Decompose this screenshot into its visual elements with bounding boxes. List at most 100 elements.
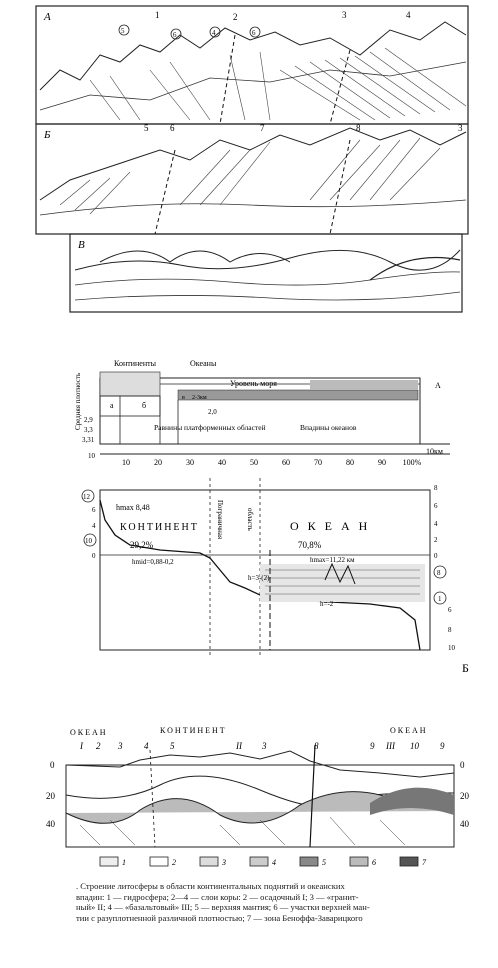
depth-left-20: 20	[46, 791, 56, 801]
top-label-2: 2	[96, 741, 101, 751]
depressions-label: Впадины океанов	[300, 423, 357, 432]
legend-7: 7	[422, 858, 427, 867]
depth-right-20: 20	[460, 791, 470, 801]
continent-d: КОНТИНЕНТ	[160, 726, 227, 735]
zone-vertical-1: Пограничная	[216, 500, 224, 540]
inner-a: а	[110, 401, 114, 410]
r-tick-2: 2	[434, 536, 438, 544]
r-tick-6b: 6	[448, 606, 452, 614]
lithosphere-cross-section: ОКЕАН КОНТИНЕНТ ОКЕАН I 2 3 4 5 II 3 8 9…	[40, 715, 490, 875]
x-tick-70: 70	[314, 458, 322, 467]
legend-6: 6	[372, 858, 376, 867]
ocean-label: О К Е А Н	[290, 519, 370, 533]
val-20: 2,0	[208, 408, 217, 416]
r-tick-0: 0	[434, 552, 438, 560]
top-number-4: 4	[406, 10, 411, 20]
block-diagram-svg: А Б В 1 2 3 4 5 6 7 8 3 5 6 4 6	[35, 5, 469, 313]
circled-6: 6	[173, 31, 177, 39]
h-ocean: h=3-(2)	[248, 574, 270, 582]
top-label-8: 8	[314, 741, 319, 751]
panel-letter-v: В	[78, 239, 85, 251]
plains-label: Равнины платформенных областей	[154, 423, 266, 432]
x-tick-40: 40	[218, 458, 226, 467]
mid-number-3: 3	[458, 123, 463, 133]
density-ylabel: Средняя плотность	[74, 373, 82, 430]
inner-b: б	[142, 401, 146, 410]
depth-right-40: 40	[460, 819, 470, 829]
legend-4: 4	[272, 858, 276, 867]
mid-number-7: 7	[260, 123, 265, 133]
x-tick-80: 80	[346, 458, 354, 467]
top-label-9: 9	[370, 741, 375, 751]
r-tick-8: 8	[434, 484, 438, 492]
ocean-left: ОКЕАН	[70, 728, 108, 737]
inner-v: в	[182, 395, 185, 401]
circled-10: 10	[85, 537, 93, 545]
legend-5: 5	[322, 858, 326, 867]
top-label-3b: 3	[261, 741, 267, 751]
x-tick-90: 90	[378, 458, 386, 467]
mid-number-6: 6	[170, 123, 175, 133]
x-tick-100: 100%	[403, 458, 422, 467]
x-tick-30: 30	[186, 458, 194, 467]
hypsometric-svg: 10 20 30 40 50 60 70 80 90 100% 10км А К…	[74, 359, 469, 675]
mid-number-5: 5	[144, 123, 149, 133]
top-label-3: 3	[117, 741, 123, 751]
x-tick-20: 20	[154, 458, 162, 467]
top-label-5: 5	[170, 741, 175, 751]
h-mid: hmid=0,88-0,2	[132, 558, 174, 566]
depth-left-0: 0	[50, 760, 55, 770]
r-tick-10: 10	[448, 644, 456, 652]
geological-block-diagram: А Б В 1 2 3 4 5 6 7 8 3 5 6 4 6	[30, 0, 490, 320]
cross-section-svg: ОКЕАН КОНТИНЕНТ ОКЕАН I 2 3 4 5 II 3 8 9…	[46, 726, 470, 867]
top-number-2: 2	[233, 12, 238, 22]
pct-continent: 29,2%	[130, 540, 154, 550]
legend-3: 3	[221, 858, 226, 867]
hmax-bottom: hmax=11,22 км	[310, 556, 355, 564]
top-label-10: 10	[410, 741, 420, 751]
continent-label: КОНТИНЕНТ	[120, 522, 199, 533]
density-29: 2,9	[84, 416, 93, 424]
x-tick-50: 50	[250, 458, 258, 467]
caption-line-4: тии с разуплотненной различной плотность…	[76, 912, 363, 923]
top-number-1: 1	[155, 10, 160, 20]
oceans-label: Океаны	[190, 359, 217, 368]
layer-val: 2-3км	[192, 395, 207, 401]
x-unit: 10км	[426, 447, 443, 456]
letter-b: Б	[462, 661, 469, 675]
depth-left-40: 40	[46, 819, 56, 829]
l-tick-4: 4	[92, 522, 96, 530]
h-minus-2: h=-2	[320, 600, 334, 608]
r-tick-6: 6	[434, 502, 438, 510]
legend-1: 1	[122, 858, 126, 867]
x-tick-60: 60	[282, 458, 290, 467]
x-tick-10: 10	[122, 458, 130, 467]
panel-letter-b: Б	[43, 129, 51, 141]
circled-4: 4	[212, 29, 216, 37]
density-33: 3,3	[84, 426, 93, 434]
circled-6b: 6	[252, 29, 256, 37]
hmax-top: hmax 8,48	[116, 503, 150, 512]
zone-vertical-2: область	[246, 508, 254, 531]
sea-level-label: Уровень моря	[230, 379, 277, 388]
r-tick-8b: 8	[448, 626, 452, 634]
circled-5: 5	[121, 27, 125, 35]
figure-caption: . Строение литосферы в области континент…	[76, 881, 456, 923]
pct-ocean: 70,8%	[298, 540, 322, 550]
top-label-1: I	[79, 741, 84, 751]
l-tick-6: 6	[92, 506, 96, 514]
hypsometric-density-diagram: 10 20 30 40 50 60 70 80 90 100% 10км А К…	[70, 350, 490, 680]
l-tick-0: 0	[92, 552, 96, 560]
circled-12: 12	[83, 493, 91, 501]
depth-10: 10	[88, 452, 96, 460]
legend-2: 2	[172, 858, 176, 867]
circled-8: 8	[437, 569, 441, 577]
top-label-9b: 9	[440, 741, 445, 751]
depth-right-0: 0	[460, 760, 465, 770]
caption-line-1: . Строение литосферы в области континент…	[76, 881, 345, 891]
continents-label: Континенты	[114, 359, 157, 368]
top-label-4: 4	[144, 741, 149, 751]
mid-number-8: 8	[356, 123, 361, 133]
caption-line-3: ный» II; 4 — «базальтовый» III; 5 — верх…	[76, 902, 370, 913]
r-tick-4: 4	[434, 520, 438, 528]
